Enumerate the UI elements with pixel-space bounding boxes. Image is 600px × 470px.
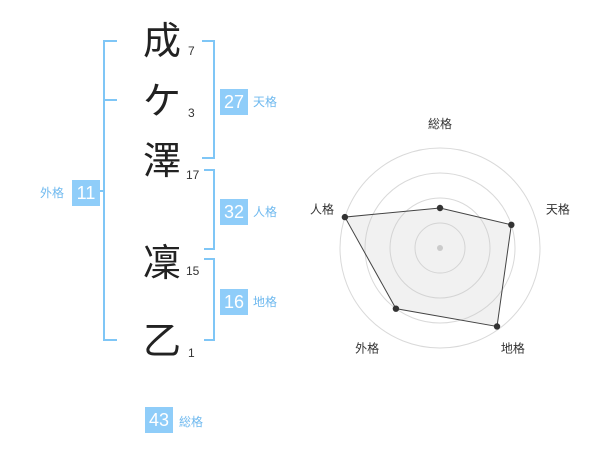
jinkaku-bracket-top <box>204 169 215 171</box>
radar-center-dot <box>437 245 443 251</box>
radar-axis-label-1: 総格 <box>428 116 452 131</box>
jinkaku-value-badge: 32 <box>220 199 248 225</box>
tenkaku-bracket-bottom <box>202 157 215 159</box>
radar-grid-ring-4 <box>339 147 541 349</box>
radar-grid-ring-3 <box>364 172 516 324</box>
radar-point-3 <box>493 323 501 330</box>
radar-grid-ring-1 <box>414 222 466 274</box>
stroke-count-4: 15 <box>186 264 200 278</box>
stroke-count-2: 3 <box>188 106 195 120</box>
gaikaku-bracket-bottom <box>103 339 117 341</box>
tenkaku-bracket-top <box>202 40 215 42</box>
radar-axis-label-4: 外格 <box>355 340 379 355</box>
tenkaku-label: 天格 <box>253 95 278 109</box>
jinkaku-bracket-bottom <box>204 248 215 250</box>
tenkaku-value-badge: 27 <box>220 89 248 115</box>
radar-point-2 <box>508 221 515 229</box>
stroke-count-3: 17 <box>186 168 200 182</box>
tenkaku-bracket-vertical <box>213 40 215 159</box>
gaikaku-value-badge: 11 <box>72 180 100 206</box>
stroke-count-1: 7 <box>188 44 195 58</box>
chikaku-label: 地格 <box>253 295 278 309</box>
radar-grid-ring-2 <box>389 197 491 299</box>
chikaku-bracket-bottom <box>204 339 215 341</box>
chikaku-value-badge: 16 <box>220 289 248 315</box>
radar-axis-label-5: 人格 <box>310 202 334 217</box>
name-char-4: 凜 <box>143 241 182 285</box>
radar-axis-label-3: 地格 <box>501 340 525 355</box>
radar-point-5 <box>341 213 349 221</box>
gaikaku-bracket-stub <box>98 190 104 192</box>
jinkaku-bracket-vertical <box>213 169 215 250</box>
name-char-1: 成 <box>143 19 182 63</box>
gaikaku-label: 外格 <box>40 186 65 200</box>
name-char-5: 乙 <box>143 319 182 363</box>
chikaku-bracket-vertical <box>213 258 215 341</box>
chikaku-bracket-top <box>204 258 215 260</box>
name-char-3: 澤 <box>143 139 182 183</box>
radar-data-polygon <box>344 207 512 328</box>
radar-point-1 <box>436 204 444 212</box>
jinkaku-label: 人格 <box>253 205 278 219</box>
soukaku-value-badge: 43 <box>145 407 173 433</box>
soukaku-label: 総格 <box>179 415 204 429</box>
name-char-2: ケ <box>143 79 182 123</box>
gaikaku-bracket-top <box>103 40 117 42</box>
stroke-count-5: 1 <box>188 346 195 360</box>
radar-point-4 <box>392 305 400 312</box>
radar-axis-label-2: 天格 <box>546 202 570 217</box>
gaikaku-bracket-vertical <box>103 40 105 341</box>
gaikaku-bracket-mid <box>103 99 117 101</box>
